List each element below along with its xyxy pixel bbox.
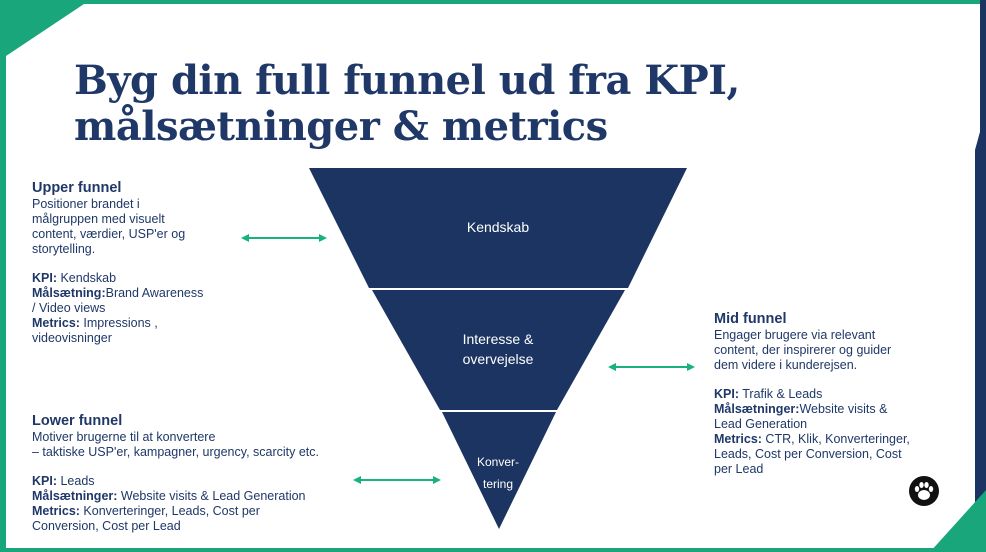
upper-metrics-line: Metrics: Impressions , videovisninger (32, 316, 252, 346)
kpi-value: Trafik & Leads (739, 387, 823, 401)
title-line-1: Byg din full funnel ud fra KPI, (74, 57, 740, 104)
mid-goal-line: Målsætninger:Website visits & Lead Gener… (714, 402, 934, 432)
goal-key: Målsætning: (32, 286, 106, 300)
goal-key: Målsætninger: (714, 402, 800, 416)
upper-funnel-description: Positioner brandet i målgruppen med visu… (32, 197, 186, 256)
goal-key: Målsætninger: (32, 489, 118, 503)
paw-logo-icon (909, 476, 939, 506)
upper-goal-line: Målsætning:Brand Awareness / Video views (32, 286, 252, 316)
metrics-key: Metrics: (32, 504, 80, 518)
lower-double-arrow-icon (353, 476, 441, 484)
upper-kpi-line: KPI: Kendskab (32, 271, 252, 286)
metrics-key: Metrics: (714, 432, 762, 446)
lower-kpi-line: KPI: Leads (32, 474, 362, 489)
kpi-key: KPI: (32, 474, 57, 488)
upper-funnel-heading: Upper funnel (32, 180, 122, 196)
lower-funnel-description: Motiver brugerne til at konvertere – tak… (32, 430, 319, 459)
metrics-value: CTR, Klik, Konverteringer, Leads, Cost p… (714, 432, 910, 476)
mid-metrics-line: Metrics: CTR, Klik, Konverteringer, Lead… (714, 432, 934, 477)
kpi-key: KPI: (714, 387, 739, 401)
goal-value: Website visits & Lead Generation (117, 489, 306, 503)
stage-label-awareness: Kendskab (466, 219, 530, 235)
metrics-value: Impressions , videovisninger (32, 316, 158, 345)
lower-metrics-line: Metrics: Konverteringer, Leads, Cost per… (32, 504, 362, 534)
metrics-value: Konverteringer, Leads, Cost per Conversi… (32, 504, 260, 533)
funnel-stage-awareness (309, 168, 687, 288)
kpi-value: Leads (57, 474, 95, 488)
stage-label-consideration: Interesse & overvejelse (462, 331, 534, 367)
lower-goal-line: Målsætninger: Website visits & Lead Gene… (32, 489, 362, 504)
goal-value: Brand Awareness / Video views (32, 286, 204, 315)
mid-kpi-line: KPI: Trafik & Leads (714, 387, 934, 402)
upper-funnel-block: Upper funnel Positioner brandet i målgru… (32, 180, 252, 346)
mid-funnel-description: Engager brugere via relevant content, de… (714, 328, 892, 372)
lower-funnel-heading: Lower funnel (32, 413, 123, 429)
kpi-value: Kendskab (57, 271, 117, 285)
kpi-key: KPI: (32, 271, 57, 285)
title-line-2: målsætninger & metrics (74, 103, 608, 150)
upper-double-arrow-icon (241, 234, 327, 242)
stage-label-conversion: Konver- tering (476, 455, 520, 491)
goal-value: Website visits & Lead Generation (714, 402, 888, 431)
mid-funnel-heading: Mid funnel (714, 311, 787, 327)
lower-funnel-block: Lower funnel Motiver brugerne til at kon… (32, 413, 362, 534)
metrics-key: Metrics: (32, 316, 80, 330)
mid-funnel-block: Mid funnel Engager brugere via relevant … (714, 311, 934, 477)
funnel-stage-conversion (442, 412, 556, 529)
funnel-stage-consideration (372, 290, 625, 410)
mid-double-arrow-icon (608, 363, 695, 371)
page-title: Byg din full funnel ud fra KPI, målsætni… (74, 58, 740, 150)
